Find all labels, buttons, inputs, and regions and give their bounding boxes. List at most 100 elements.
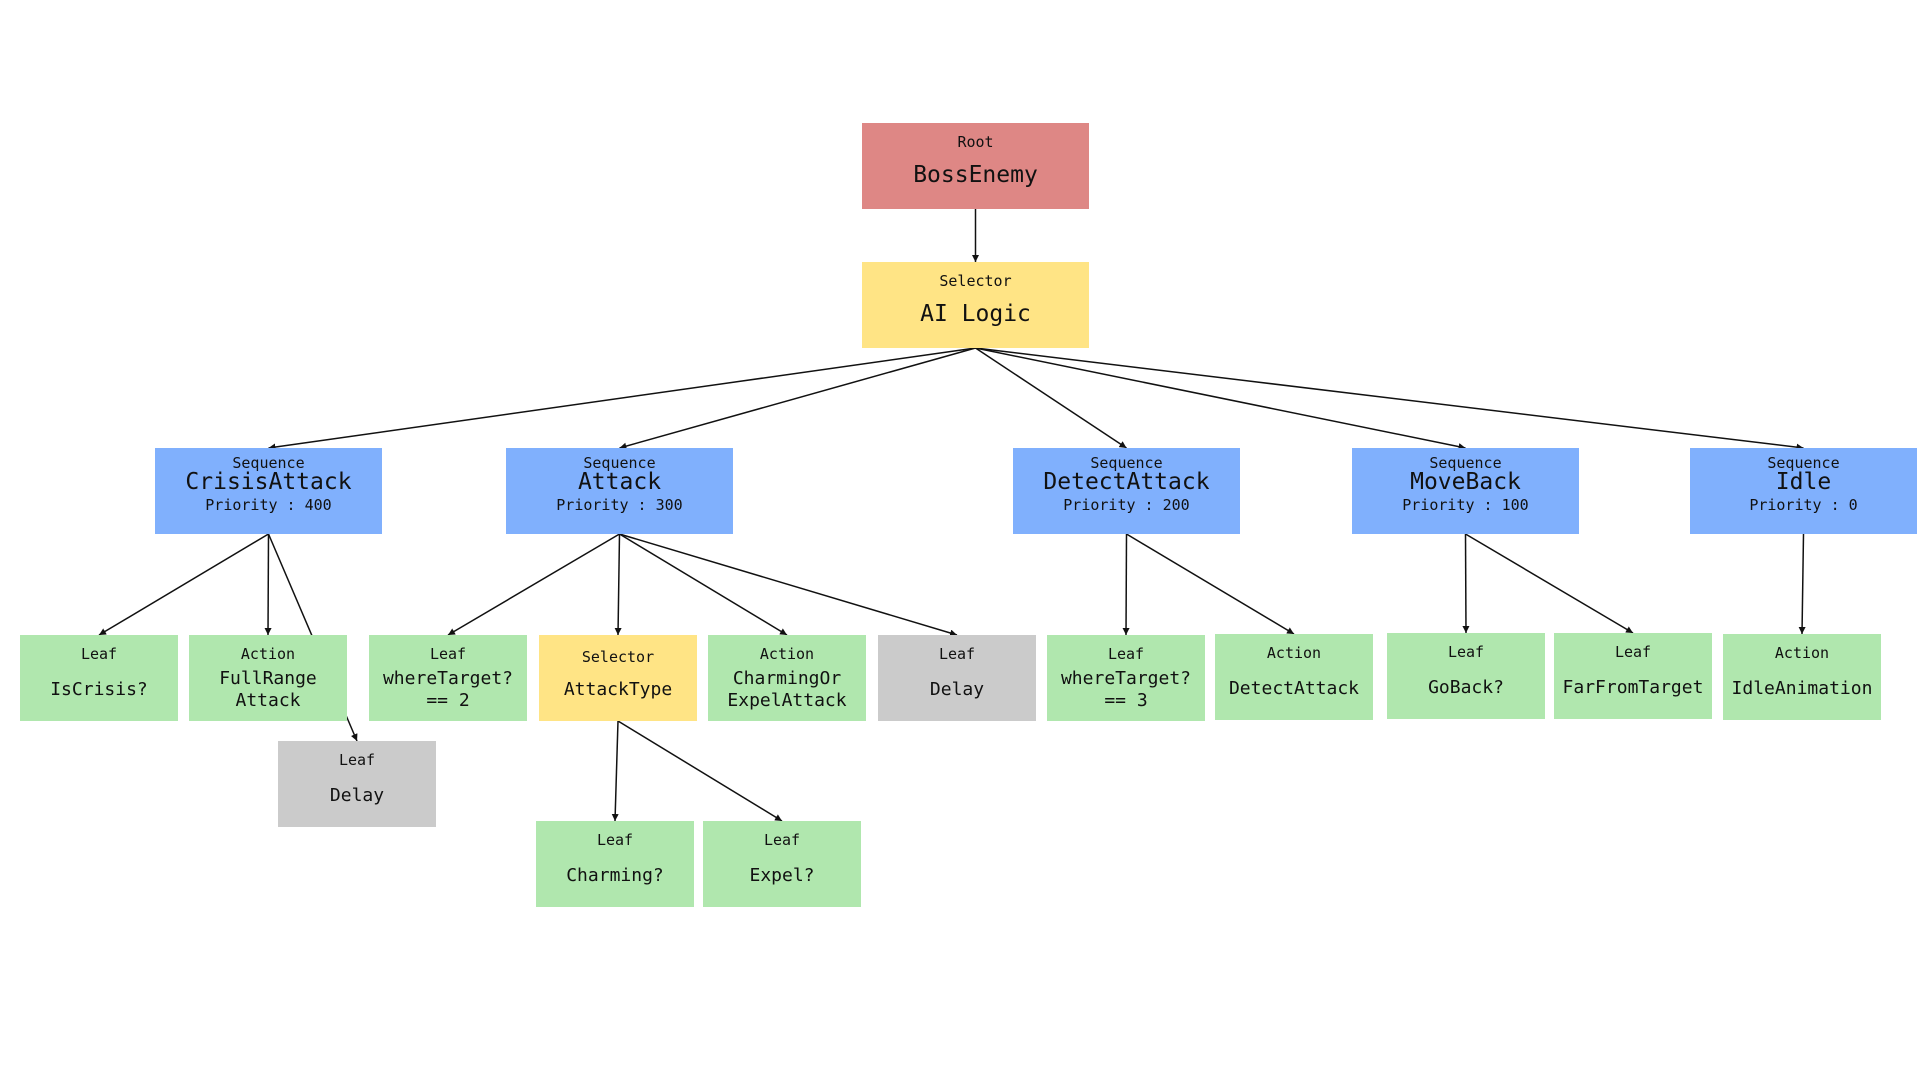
node-label-line: BossEnemy <box>913 162 1038 188</box>
node-kind: Sequence <box>232 454 305 472</box>
node-kind: Action <box>1266 644 1322 662</box>
edge-attack-to-charming_or_expel <box>619 533 788 636</box>
node-where-target-3: Leaf whereTarget?== 3 <box>1047 635 1205 721</box>
node-label-line: Delay <box>329 785 385 806</box>
node-expel: Leaf Expel? <box>703 821 861 907</box>
node-label: IdleAnimation <box>1723 664 1881 714</box>
node-kind: Leaf <box>1614 643 1652 661</box>
node-far-from-target: Leaf FarFromTarget <box>1554 633 1712 719</box>
node-label-line: Charming? <box>566 865 664 886</box>
edge-attack-to-where_target_2 <box>447 533 620 636</box>
node-where-target-2: Leaf whereTarget?== 2 <box>369 635 527 721</box>
node-kind: Selector <box>939 272 1012 290</box>
node-priority: Priority : 400 <box>205 496 332 514</box>
node-kind: Sequence <box>1090 454 1163 472</box>
edge-attack_type-to-expel <box>617 720 783 822</box>
edge-move_back-to-go_back <box>1462 533 1470 634</box>
node-label-line: AttackType <box>563 679 673 700</box>
node-kind: Sequence <box>583 454 656 472</box>
node-kind: Action <box>1774 644 1830 662</box>
edge-crisis_attack-to-is_crisis <box>98 533 269 636</box>
node-label: whereTarget?== 3 <box>1047 665 1205 715</box>
node-kind: Action <box>240 645 296 663</box>
node-delay-crisis: Leaf Delay <box>278 741 436 827</box>
node-kind: Root <box>957 133 994 151</box>
node-label-line: == 2 <box>426 690 470 711</box>
edge-move_back-to-far_from_target <box>1465 533 1634 634</box>
node-label: IsCrisis? <box>20 665 178 715</box>
node-label-line: FullRange <box>219 668 317 689</box>
node-label-line: IdleAnimation <box>1731 678 1873 699</box>
node-label-line: IsCrisis? <box>50 679 148 700</box>
node-attack-type: Selector AttackType <box>539 635 697 721</box>
node-kind: Sequence <box>1429 454 1502 472</box>
node-label: CrisisAttack <box>185 469 352 495</box>
node-label: AttackType <box>539 665 697 715</box>
node-priority: Priority : 100 <box>1402 496 1529 514</box>
node-root: Root BossEnemy <box>862 123 1089 209</box>
node-label: Idle <box>1775 469 1832 495</box>
node-label-line: whereTarget? <box>382 668 514 689</box>
edge-idle-to-idle_animation <box>1798 533 1806 635</box>
node-kind: Leaf <box>938 645 976 663</box>
node-label: Expel? <box>703 851 861 901</box>
node-kind: Leaf <box>80 645 118 663</box>
node-label: Attack <box>577 469 662 495</box>
node-idle-animation: Action IdleAnimation <box>1723 634 1881 720</box>
node-idle: Sequence Idle Priority : 0 <box>1690 448 1917 534</box>
node-charming: Leaf Charming? <box>536 821 694 907</box>
node-move-back: Sequence MoveBack Priority : 100 <box>1352 448 1579 534</box>
edge-detect_attack-to-detect_attack_action <box>1126 533 1295 635</box>
node-label: AI Logic <box>862 290 1089 338</box>
node-label-line: DetectAttack <box>1228 678 1360 699</box>
node-label: DetectAttack <box>1043 469 1210 495</box>
node-label-line: FarFromTarget <box>1562 677 1704 698</box>
node-label: Charming? <box>536 851 694 901</box>
node-go-back: Leaf GoBack? <box>1387 633 1545 719</box>
node-kind: Leaf <box>1107 645 1145 663</box>
node-label-line: Expel? <box>749 865 815 886</box>
node-kind: Leaf <box>763 831 801 849</box>
edge-ai_logic-to-attack <box>619 347 976 450</box>
node-delay-attack: Leaf Delay <box>878 635 1036 721</box>
node-label-line: == 3 <box>1104 690 1148 711</box>
node-priority: Priority : 0 <box>1749 496 1858 514</box>
node-kind: Leaf <box>338 751 376 769</box>
node-is-crisis: Leaf IsCrisis? <box>20 635 178 721</box>
node-label-line: Attack <box>235 690 301 711</box>
edge-ai_logic-to-move_back <box>975 347 1466 451</box>
node-crisis-attack: Sequence CrisisAttack Priority : 400 <box>155 448 382 534</box>
edge-crisis_attack-to-fullrange_attack <box>264 533 272 636</box>
node-label-line: whereTarget? <box>1060 668 1192 689</box>
edge-attack-to-delay_attack <box>619 533 958 637</box>
node-label: GoBack? <box>1387 663 1545 713</box>
edge-attack_type-to-charming <box>611 720 619 822</box>
node-label-line: CharmingOr <box>732 668 842 689</box>
node-label-line: AI Logic <box>920 301 1031 327</box>
node-attack: Sequence Attack Priority : 300 <box>506 448 733 534</box>
node-label: Delay <box>278 771 436 821</box>
node-priority: Priority : 300 <box>556 496 683 514</box>
node-label: DetectAttack <box>1215 664 1373 714</box>
node-kind: Selector <box>581 648 655 666</box>
node-kind: Leaf <box>429 645 467 663</box>
edge-detect_attack-to-where_target_3 <box>1122 533 1130 636</box>
node-kind: Action <box>759 645 815 663</box>
node-kind: Sequence <box>1767 454 1840 472</box>
node-label-line: Delay <box>929 679 985 700</box>
node-label: FarFromTarget <box>1554 663 1712 713</box>
node-label: MoveBack <box>1410 469 1521 495</box>
edge-ai_logic-to-idle <box>975 347 1804 451</box>
node-detect-attack: Sequence DetectAttack Priority : 200 <box>1013 448 1240 534</box>
node-kind: Leaf <box>1447 643 1485 661</box>
node-ai-logic: Selector AI Logic <box>862 262 1089 348</box>
node-priority: Priority : 200 <box>1063 496 1190 514</box>
node-detect-attack-action: Action DetectAttack <box>1215 634 1373 720</box>
node-label-line: GoBack? <box>1428 677 1504 698</box>
node-kind: Leaf <box>596 831 634 849</box>
